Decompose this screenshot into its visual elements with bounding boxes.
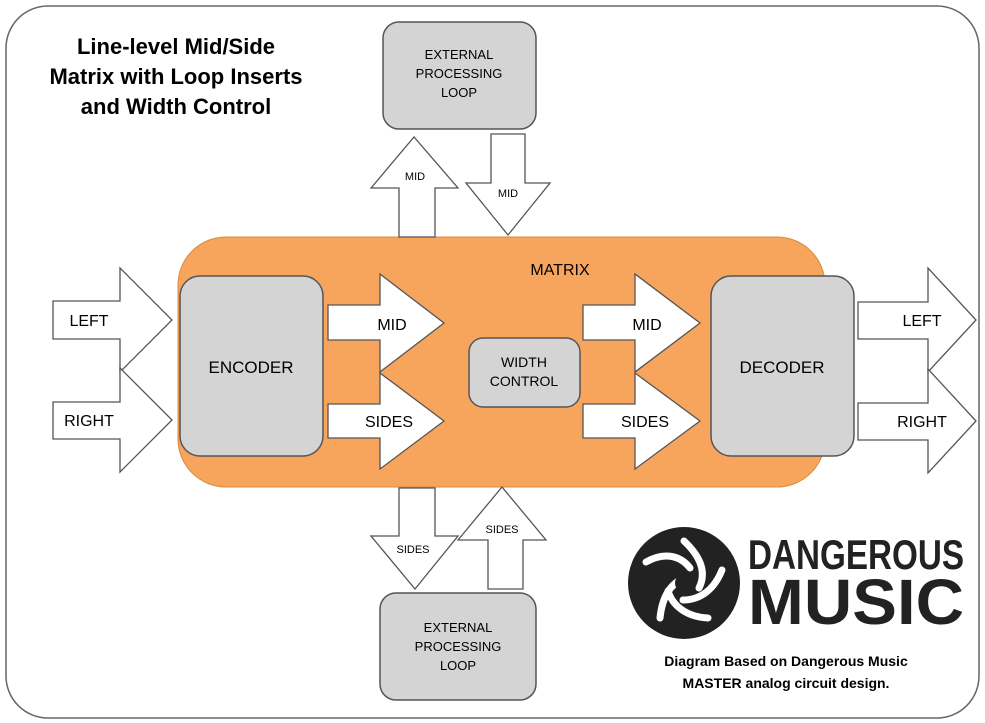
loop-bottom-return-arrow: SIDES	[456, 485, 548, 590]
caption-line-1: Diagram Based on Dangerous Music	[664, 653, 908, 669]
loop-bottom-send-arrow: SIDES	[369, 487, 460, 591]
decoder-block: DECODER	[710, 275, 855, 457]
decoder-sides-arrow: SIDES	[582, 371, 702, 471]
encoder-block: ENCODER	[179, 275, 324, 457]
title-line-3: and Width Control	[81, 94, 271, 119]
external-loop-top: EXTERNAL PROCESSING LOOP	[382, 21, 537, 130]
encoder-label: ENCODER	[208, 358, 293, 377]
input-right-arrow: RIGHT	[52, 366, 173, 474]
output-left-label: LEFT	[902, 313, 941, 330]
width-control-block: WIDTH CONTROL	[468, 337, 581, 408]
diagram-title: Line-level Mid/Side Matrix with Loop Ins…	[49, 34, 302, 119]
title-line-1: Line-level Mid/Side	[77, 34, 275, 59]
external-loop-bottom: EXTERNAL PROCESSING LOOP	[379, 592, 537, 701]
external-loop-bottom-line-3: LOOP	[440, 658, 476, 673]
loop-top-return-arrow: MID	[464, 133, 552, 237]
decoder-sides-label: SIDES	[621, 414, 669, 431]
logo-line-1: DANGEROUS	[748, 531, 964, 578]
external-loop-bottom-line-1: EXTERNAL	[424, 620, 493, 635]
loop-top-send-label: MID	[405, 171, 425, 183]
encoder-sides-label: SIDES	[365, 414, 413, 431]
logo-line-2: MUSIC	[748, 566, 964, 638]
output-right-arrow: RIGHT	[857, 367, 977, 475]
caption-line-2: MASTER analog circuit design.	[683, 675, 890, 691]
external-loop-top-line-3: LOOP	[441, 85, 477, 100]
external-loop-top-line-2: PROCESSING	[416, 66, 503, 81]
decoder-mid-arrow: MID	[582, 272, 702, 374]
external-loop-bottom-line-2: PROCESSING	[415, 639, 502, 654]
external-loop-top-line-1: EXTERNAL	[425, 47, 494, 62]
loop-top-send-arrow: MID	[369, 135, 460, 238]
output-left-arrow: LEFT	[857, 266, 977, 374]
input-left-label: LEFT	[69, 313, 108, 330]
input-right-label: RIGHT	[64, 413, 114, 430]
title-line-2: Matrix with Loop Inserts	[49, 64, 302, 89]
input-left-arrow: LEFT	[52, 266, 173, 374]
encoder-sides-arrow: SIDES	[327, 371, 446, 471]
encoder-mid-arrow: MID	[327, 272, 446, 374]
loop-bottom-return-label: SIDES	[485, 524, 518, 536]
encoder-mid-label: MID	[377, 317, 406, 334]
width-control-line-1: WIDTH	[501, 354, 547, 370]
decoder-mid-label: MID	[632, 317, 661, 334]
output-right-label: RIGHT	[897, 414, 947, 431]
loop-top-return-label: MID	[498, 188, 518, 200]
decoder-label: DECODER	[739, 358, 824, 377]
loop-bottom-send-label: SIDES	[396, 544, 429, 556]
width-control-line-2: CONTROL	[490, 373, 559, 389]
matrix-label: MATRIX	[530, 262, 590, 279]
dangerous-music-logo: DANGEROUS MUSIC	[628, 527, 964, 639]
